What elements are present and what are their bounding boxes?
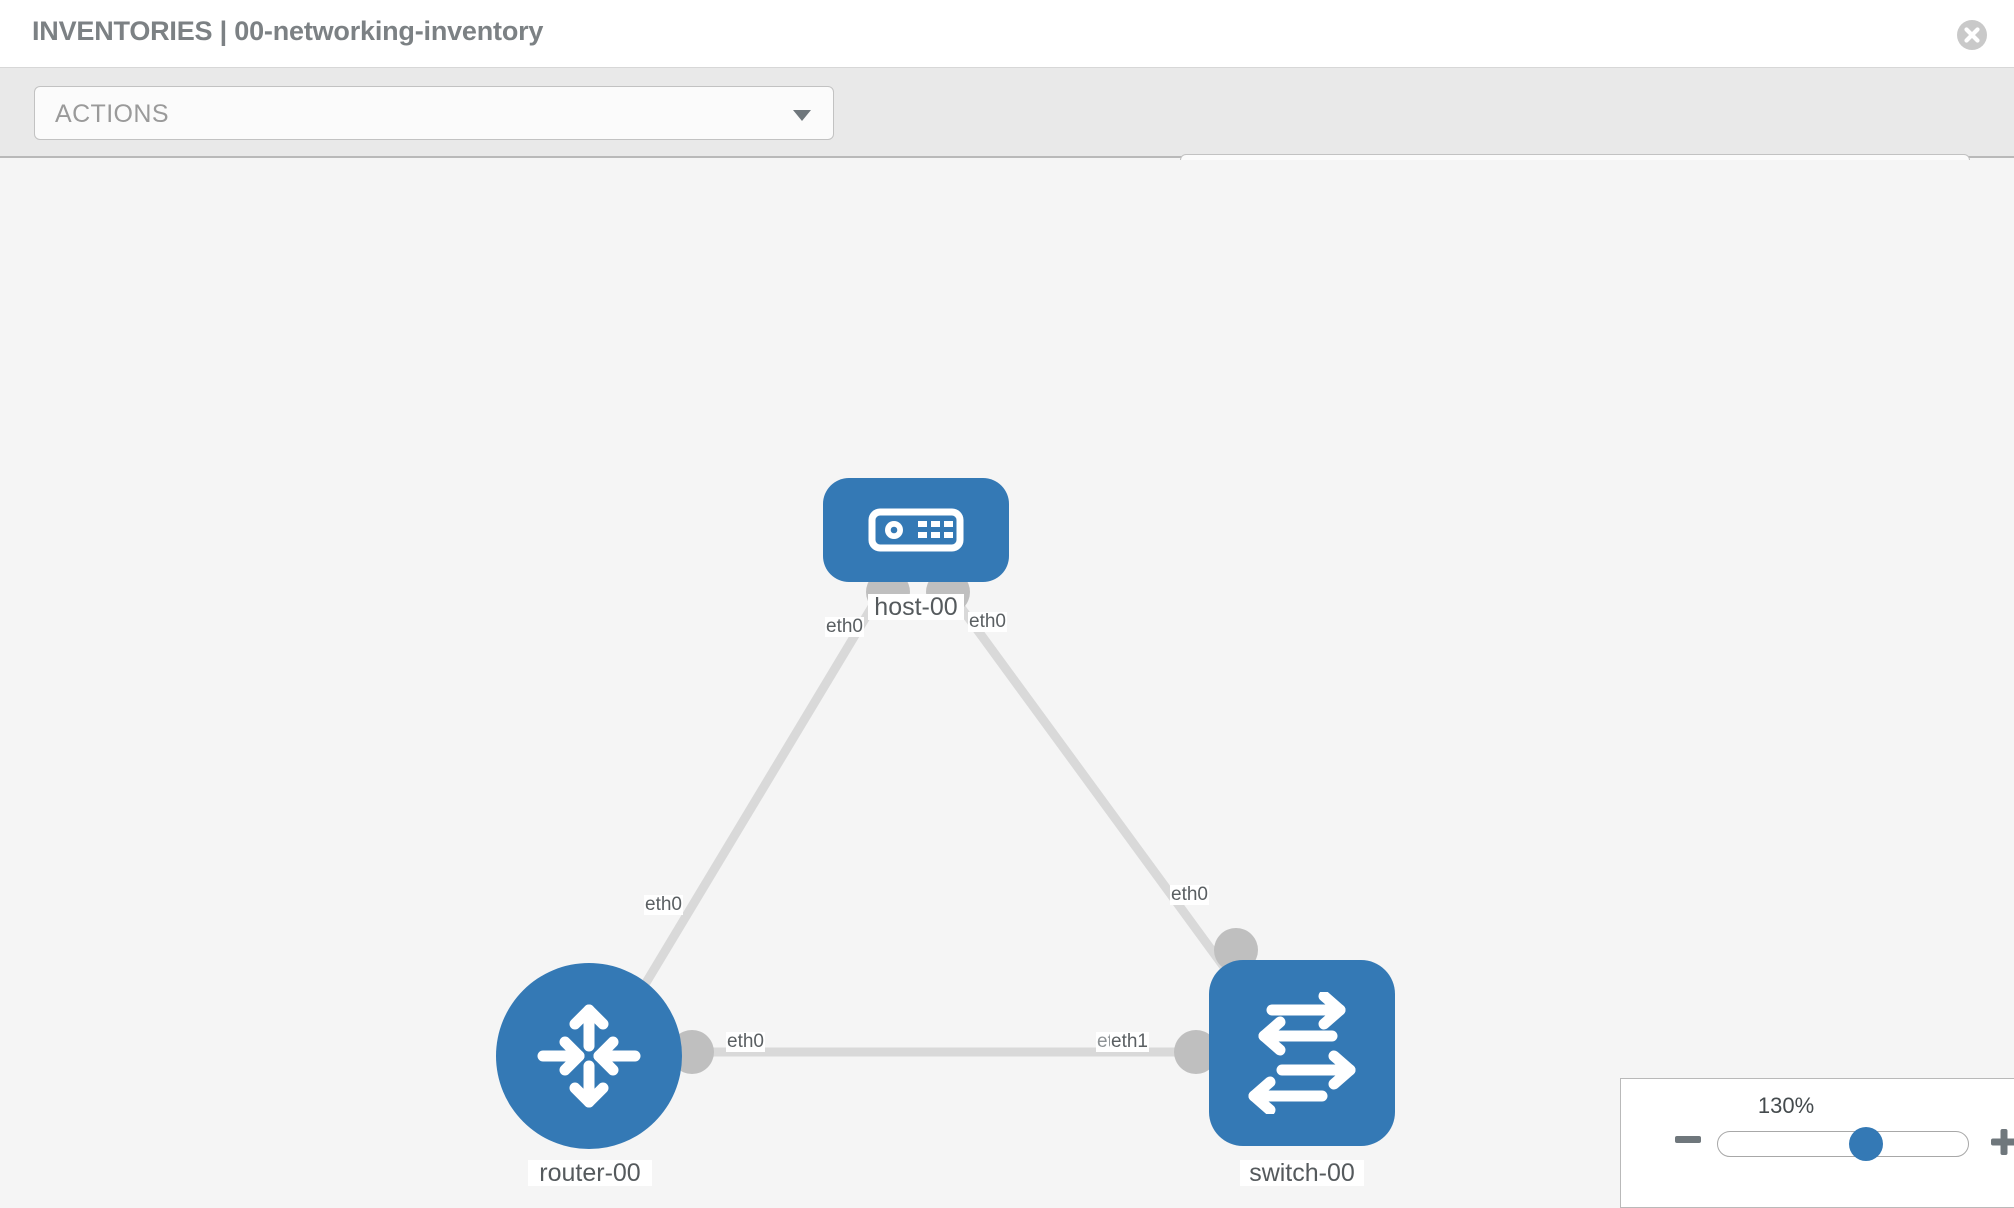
plus-icon — [1991, 1129, 2014, 1155]
chevron-down-icon — [793, 110, 811, 121]
page-title: INVENTORIES | 00-networking-inventory — [32, 16, 544, 46]
node-router-00[interactable] — [496, 963, 682, 1149]
router-arrows-icon — [537, 1004, 641, 1108]
node-host-00-shape[interactable] — [823, 478, 1009, 582]
iface-label-host-right: eth0 — [968, 611, 1007, 632]
iface-label-router-right: eth0 — [726, 1031, 765, 1052]
node-router-00-shape[interactable] — [496, 963, 682, 1149]
iface-label-switch-up: eth0 — [1170, 884, 1209, 905]
zoom-control-panel: 130% — [1620, 1078, 2014, 1208]
node-switch-00-label: switch-00 — [1240, 1160, 1364, 1186]
zoom-in-button[interactable] — [1989, 1127, 2014, 1159]
zoom-slider-track[interactable] — [1717, 1131, 1969, 1157]
iface-label-router-up: eth0 — [644, 894, 683, 915]
minus-icon — [1675, 1136, 1701, 1143]
actions-dropdown-label: ACTIONS — [55, 100, 169, 128]
zoom-percent-label: 130% — [1757, 1093, 1815, 1118]
close-button[interactable] — [1956, 19, 1988, 51]
switch-arrows-icon — [1248, 992, 1356, 1114]
link-host-switch[interactable] — [931, 569, 1236, 981]
node-switch-00[interactable] — [1209, 960, 1395, 1146]
topology-canvas[interactable]: host-00 eth0 eth0 — [0, 160, 2014, 1200]
iface-label-switch-left: eth1 — [1110, 1031, 1149, 1052]
actions-dropdown[interactable]: ACTIONS — [34, 86, 834, 140]
socket-switch-left[interactable] — [1174, 1030, 1218, 1074]
zoom-slider-thumb[interactable] — [1849, 1127, 1883, 1161]
link-host-router[interactable] — [616, 569, 897, 1029]
topology-links-layer — [616, 569, 1258, 1074]
iface-label-host-left: eth0 — [825, 616, 864, 637]
node-switch-00-shape[interactable] — [1209, 960, 1395, 1146]
node-router-00-label: router-00 — [528, 1160, 652, 1186]
node-host-00-label: host-00 — [868, 594, 964, 620]
node-host-00[interactable] — [823, 478, 1009, 582]
toolbar: ACTIONS SEARCH — [0, 68, 2014, 208]
zoom-out-button[interactable] — [1673, 1127, 1703, 1155]
close-circle-icon — [1957, 20, 1987, 50]
app-header: INVENTORIES | 00-networking-inventory — [0, 0, 2014, 68]
server-icon — [868, 508, 964, 552]
